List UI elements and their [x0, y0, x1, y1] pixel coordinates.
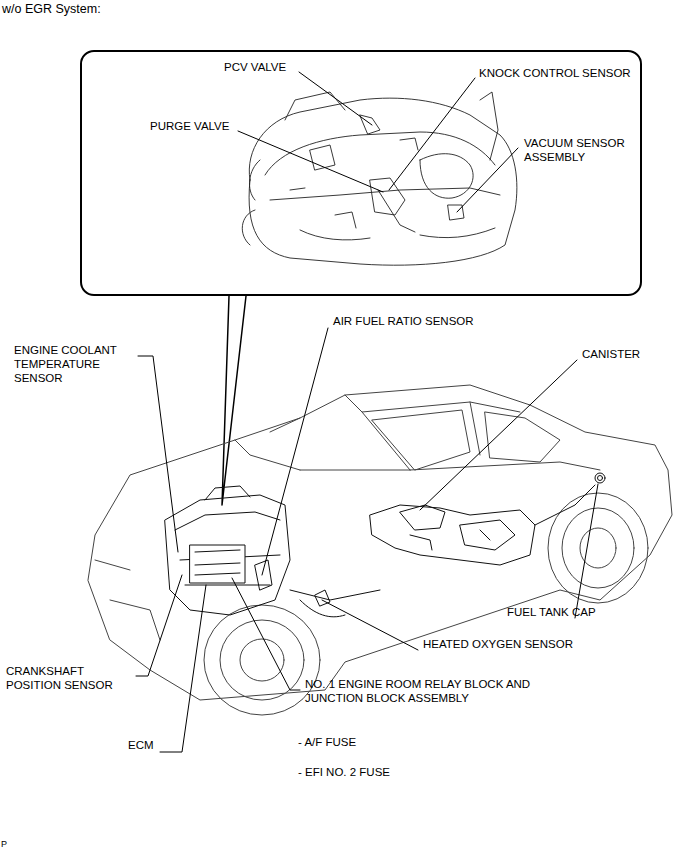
leader-lines	[136, 72, 598, 752]
car-outline	[88, 385, 672, 715]
part-label: ECM	[128, 738, 154, 752]
part-label: AIR FUEL RATIO SENSOR	[333, 314, 474, 328]
fuel-tank	[370, 473, 605, 565]
part-label: CANISTER	[582, 347, 640, 361]
part-label: PURGE VALVE	[150, 119, 229, 133]
ecm-box	[190, 545, 245, 583]
part-label: - EFI NO. 2 FUSE	[298, 765, 390, 779]
part-label: P	[1, 839, 7, 850]
part-label: PCV VALVE	[224, 60, 286, 74]
part-label: CRANKSHAFT POSITION SENSOR	[6, 664, 132, 692]
part-label: FUEL TANK CAP	[507, 605, 596, 619]
engine-bay	[165, 486, 380, 617]
part-label: ENGINE COOLANT TEMPERATURE SENSOR	[14, 343, 128, 385]
part-label: KNOCK CONTROL SENSOR	[479, 66, 631, 80]
inset-box: PCV VALVE KNOCK CONTROL SENSOR PURGE VALVE…	[80, 50, 642, 296]
part-label: HEATED OXYGEN SENSOR	[423, 637, 573, 651]
engine-detail	[242, 92, 517, 265]
part-label: VACUUM SENSOR ASSEMBLY	[524, 136, 632, 164]
diagram-title: w/o EGR System:	[2, 2, 101, 17]
callout-pointer	[222, 296, 246, 505]
part-label: NO. 1 ENGINE ROOM RELAY BLOCK AND JUNCTI…	[305, 677, 537, 705]
part-label: - A/F FUSE	[298, 735, 356, 749]
